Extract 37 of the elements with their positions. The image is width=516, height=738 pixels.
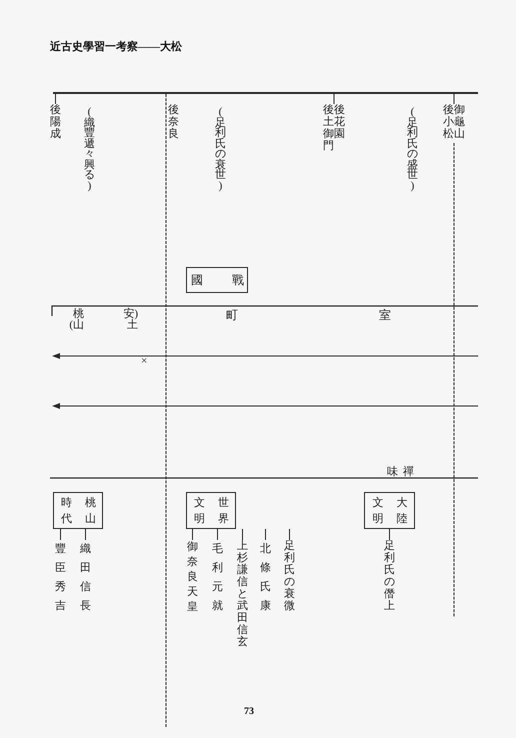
connector-line — [242, 528, 243, 540]
person-name: 毛利元就 — [212, 540, 223, 616]
connector-line — [289, 528, 290, 540]
emperor-name: 後土御門 — [323, 104, 334, 152]
era-note: (足利氏の衰世) — [215, 107, 226, 191]
connector-line — [60, 528, 61, 540]
emperor-name: 後陽成 — [50, 104, 61, 140]
connector-line — [217, 528, 218, 540]
connector-line — [192, 528, 193, 540]
emperor-name: 後奈良 — [168, 104, 179, 140]
period-label: 室町 — [225, 309, 391, 322]
era-note: (織豐遞々興る) — [84, 107, 95, 191]
era-box: 戰國 — [186, 267, 248, 293]
event-label: 足利氏の衰微 — [284, 540, 295, 612]
period-box: 桃山時代 — [53, 492, 103, 529]
connector-line — [265, 528, 266, 540]
emperor-name: 御龜山 — [454, 104, 465, 140]
person-name: 御奈良天皇 — [187, 540, 198, 615]
culture-box: 世界文明 — [186, 492, 236, 529]
event-label: 足利氏の僭上 — [384, 540, 395, 612]
person-name: 織田信長 — [80, 540, 91, 616]
connector-line — [55, 93, 56, 104]
connector-line — [389, 528, 390, 540]
running-head: 近古史學習一考察——大松 — [50, 41, 182, 54]
cross-mark: × — [141, 356, 148, 367]
theme-label: 禪味 — [386, 466, 414, 478]
emperor-name: 後花園 — [334, 104, 345, 140]
page-number: 73 — [244, 706, 254, 718]
emperor-name: 後小松 — [443, 104, 454, 140]
person-name: 北條氏康 — [260, 540, 271, 616]
era-note: (足利氏の盛世) — [407, 107, 418, 191]
person-name: 上杉謙信と武田信玄 — [237, 540, 248, 648]
connector-line — [85, 528, 86, 540]
timeline-bar — [53, 92, 478, 94]
period-label: (安土桃山) — [68, 309, 138, 331]
person-name: 豐臣秀吉 — [55, 540, 66, 616]
culture-box: 大陸文明 — [364, 492, 415, 529]
